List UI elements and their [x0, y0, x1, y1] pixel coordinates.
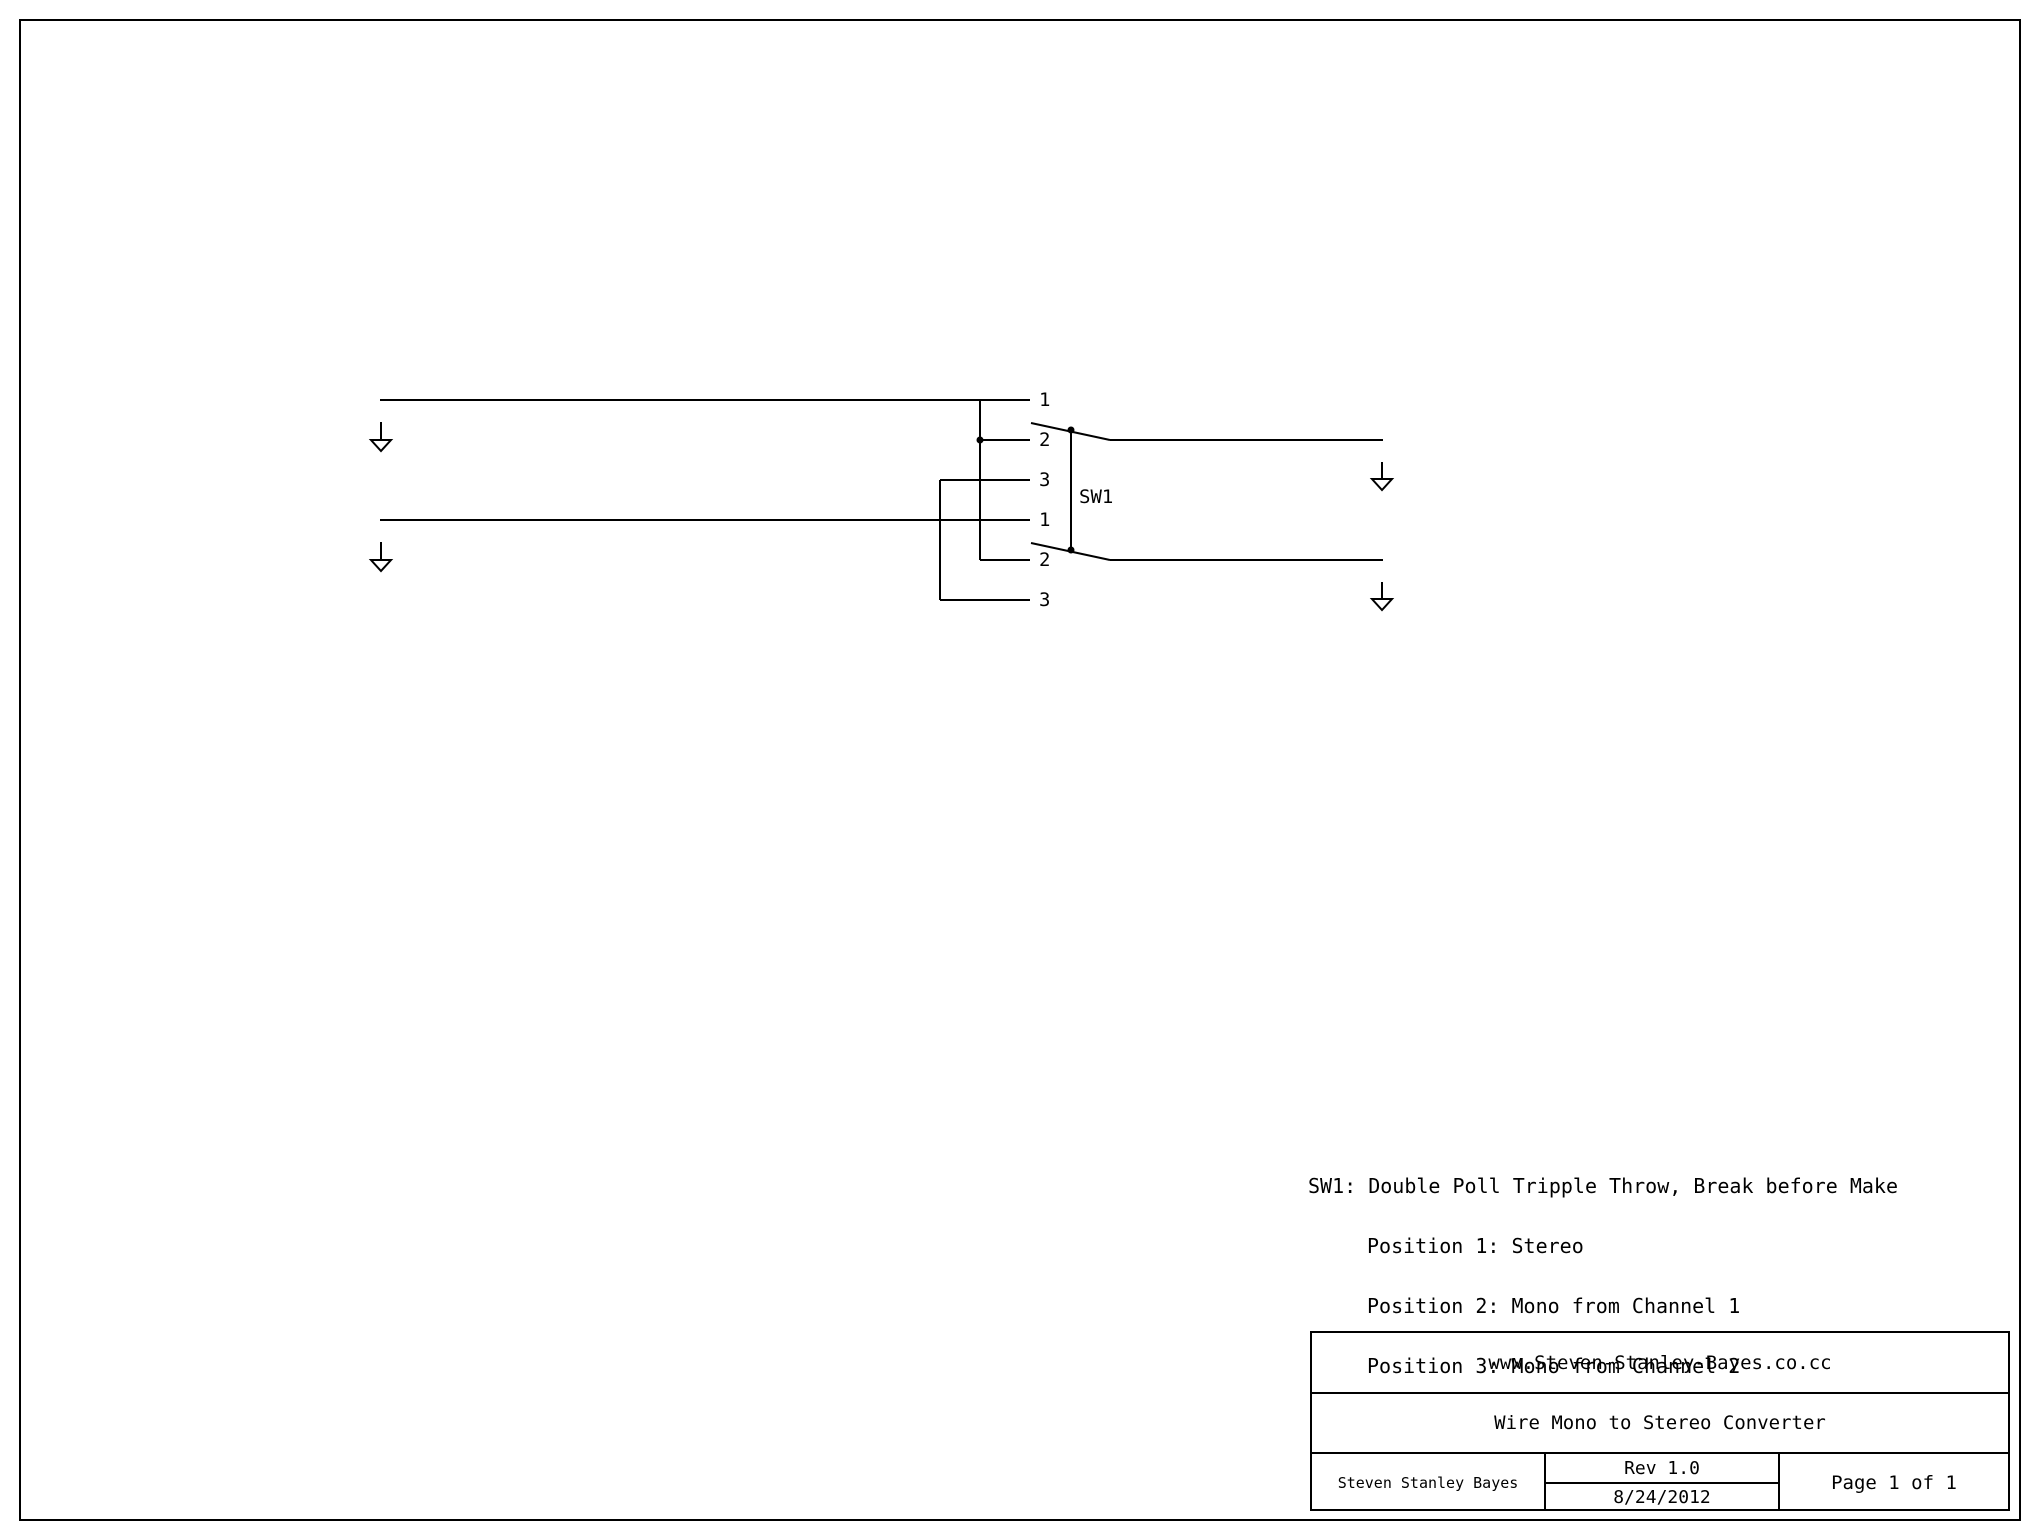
note-line-4: Position 3: Mono from Channel 2	[1367, 1354, 1741, 1378]
pole1-terminal-1-label: 1	[1039, 389, 1050, 411]
junction-dot-pole1-pos2	[976, 436, 984, 444]
ground-symbol-output-left	[1369, 462, 1395, 492]
wiring	[380, 399, 1383, 601]
sheet-border	[19, 19, 2021, 1521]
ground-symbol-output-right	[1369, 582, 1395, 612]
note-line-2: Position 1: Stereo	[1367, 1234, 1584, 1258]
title-block-author: Steven Stanley Bayes	[1312, 1454, 1546, 1511]
title-block-revision: Rev 1.0	[1546, 1454, 1780, 1484]
ground-symbol-channel-2-input	[368, 542, 394, 573]
pole1-terminal-3-label: 3	[1039, 469, 1050, 491]
ground-symbol-channel-1-input	[368, 422, 394, 453]
switch-pivot-pole-1	[1067, 426, 1075, 434]
title-block-date: 8/24/2012	[1546, 1484, 1780, 1511]
switch-pivot-pole-2	[1067, 546, 1075, 554]
note-line-3: Position 2: Mono from Channel 1	[1367, 1294, 1741, 1318]
pole1-terminal-2-label: 2	[1039, 429, 1050, 451]
pole2-terminal-1-label: 1	[1039, 509, 1050, 531]
title-block-title: Wire Mono to Stereo Converter	[1312, 1394, 2008, 1454]
switch-reference-label: SW1	[1079, 486, 1113, 508]
title-block-website: www.Steven-Stanley-Bayes.co.cc	[1312, 1333, 2008, 1394]
pole2-terminal-3-label: 3	[1039, 589, 1050, 611]
switch-notes: SW1: Double Poll Tripple Throw, Break be…	[1308, 1136, 1898, 1396]
title-block: www.Steven-Stanley-Bayes.co.cc Wire Mono…	[1310, 1331, 2010, 1511]
title-block-page: Page 1 of 1	[1831, 1471, 1957, 1494]
pole2-terminal-2-label: 2	[1039, 549, 1050, 571]
note-line-1: SW1: Double Poll Tripple Throw, Break be…	[1308, 1174, 1899, 1198]
